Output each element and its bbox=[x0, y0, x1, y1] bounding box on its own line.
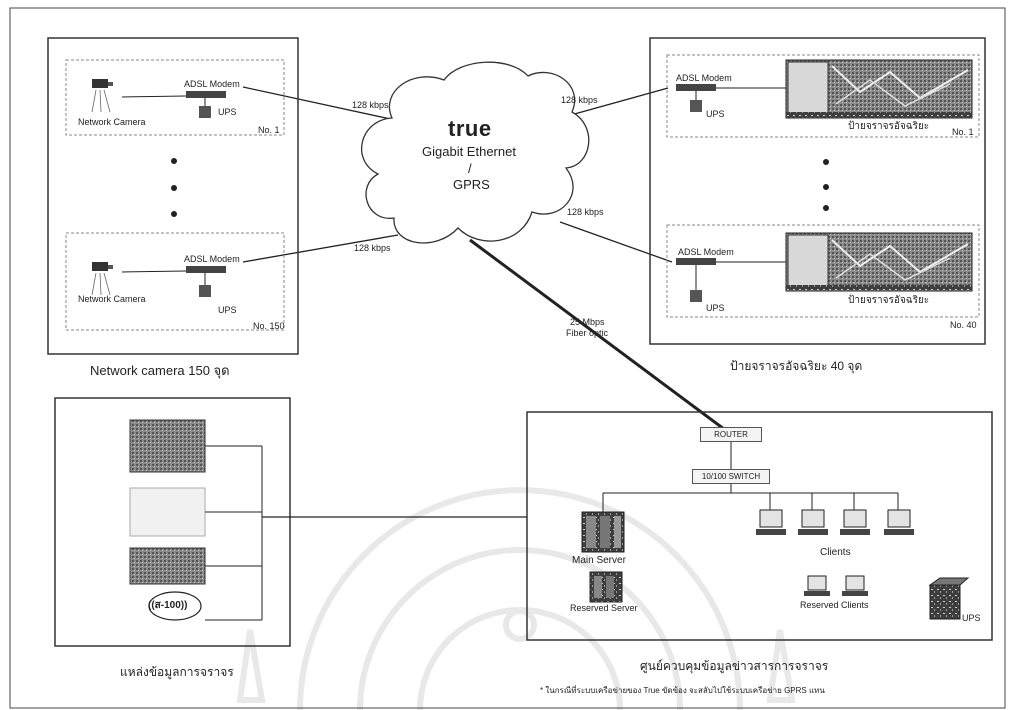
camera-to-modem-line bbox=[121, 95, 187, 98]
sign-group-box bbox=[649, 37, 986, 345]
ups-label: UPS bbox=[706, 303, 725, 313]
camera-label: Network Camera bbox=[78, 117, 146, 127]
ups-label: UPS bbox=[218, 305, 237, 315]
adsl-modem-icon bbox=[676, 84, 716, 91]
reserved-client-icon bbox=[804, 575, 830, 596]
ups-label: UPS bbox=[706, 109, 725, 119]
client-computer-icon bbox=[884, 509, 914, 535]
source-image-1 bbox=[129, 419, 206, 473]
control-center-caption: ศูนย์ควบคุมข้อมูลข่าวสารการจราจร bbox=[640, 659, 829, 673]
modem-label: ADSL Modem bbox=[184, 79, 240, 89]
sign-node-last bbox=[666, 224, 980, 318]
reserved-server-label: Reserved Server bbox=[570, 603, 638, 613]
link-speed-label: 128 kbps bbox=[352, 100, 389, 110]
link-speed-label: 128 kbps bbox=[561, 95, 598, 105]
network-provider-logo: true bbox=[448, 116, 492, 141]
sign-group-caption: ป้ายจราจรอัจฉริยะ 40 จุด bbox=[730, 359, 863, 373]
sign-node-number: No. 40 bbox=[950, 320, 977, 330]
center-ups-label: UPS bbox=[962, 613, 981, 623]
ups-icon bbox=[199, 106, 211, 118]
link-speed-label: 128 kbps bbox=[567, 207, 604, 217]
camera-node-first bbox=[65, 59, 285, 136]
ellipsis-dot bbox=[823, 205, 829, 211]
clients-label: Clients bbox=[820, 547, 851, 558]
camera-to-modem-line bbox=[121, 270, 187, 273]
footnote: * ในกรณีที่ระบบเครือข่ายของ True ขัดข้อง… bbox=[540, 686, 825, 695]
cloud-label-ethernet: Gigabit Ethernet bbox=[422, 144, 516, 159]
adsl-modem-icon bbox=[186, 266, 226, 273]
router-box: ROUTER bbox=[700, 427, 762, 442]
camera-icon bbox=[91, 79, 113, 113]
cloud-label-slash: / bbox=[468, 161, 472, 176]
fiber-type-label: Fiber optic bbox=[566, 328, 609, 338]
client-computer-icon bbox=[798, 509, 828, 535]
reserved-client-icon bbox=[842, 575, 868, 596]
client-computer-icon bbox=[840, 509, 870, 535]
watermark-emblem bbox=[236, 487, 796, 710]
client-computer-icon bbox=[756, 509, 786, 535]
source-image-2 bbox=[129, 487, 206, 537]
ups-icon bbox=[199, 285, 211, 297]
reserved-clients-label: Reserved Clients bbox=[800, 600, 869, 610]
switch-box: 10/100 SWITCH bbox=[692, 469, 770, 484]
camera-group-caption: Network camera 150 จุด bbox=[90, 363, 230, 378]
radio-badge-icon bbox=[148, 591, 202, 621]
adsl-modem-icon bbox=[186, 91, 226, 98]
modem-label: ADSL Modem bbox=[676, 73, 732, 83]
modem-label: ADSL Modem bbox=[184, 254, 240, 264]
camera-group-box bbox=[47, 37, 299, 355]
sign-label: ป้ายจราจรอัจฉริยะ bbox=[848, 295, 930, 306]
traffic-source-caption: แหล่งข้อมูลการจราจร bbox=[120, 665, 234, 679]
ups-label: UPS bbox=[218, 107, 237, 117]
traffic-source-box bbox=[54, 397, 291, 647]
camera-node-number: No. 1 bbox=[258, 125, 280, 135]
sign-node-first bbox=[666, 54, 980, 138]
radio-badge-label: ((ส-100)) bbox=[148, 600, 188, 611]
fiber-speed-label: 25 Mbps bbox=[570, 317, 605, 327]
network-cloud bbox=[361, 61, 590, 244]
sign-node-number: No. 1 bbox=[952, 127, 974, 137]
ups-icon bbox=[690, 100, 702, 112]
reserved-server-icon bbox=[589, 571, 623, 603]
modem-label: ADSL Modem bbox=[678, 247, 734, 257]
link-camera-top bbox=[242, 86, 396, 121]
link-camera-bottom bbox=[242, 234, 399, 263]
outer-frame bbox=[9, 7, 1006, 709]
main-server-icon bbox=[581, 511, 625, 553]
link-speed-label: 128 kbps bbox=[354, 243, 391, 253]
adsl-modem-icon bbox=[676, 258, 716, 265]
ups-icon bbox=[690, 290, 702, 302]
ellipsis-dot bbox=[171, 158, 177, 164]
ellipsis-dot bbox=[171, 211, 177, 217]
ellipsis-dot bbox=[823, 159, 829, 165]
camera-node-last bbox=[65, 232, 285, 331]
sign-label: ป้ายจราจรอัจฉริยะ bbox=[848, 121, 930, 132]
camera-icon bbox=[91, 262, 113, 296]
center-ups-icon bbox=[928, 577, 970, 620]
ellipsis-dot bbox=[171, 185, 177, 191]
ellipsis-dot bbox=[823, 184, 829, 190]
camera-node-number: No. 150 bbox=[253, 321, 285, 331]
source-image-3 bbox=[129, 547, 206, 585]
link-sign-bottom bbox=[559, 221, 673, 263]
camera-label: Network Camera bbox=[78, 294, 146, 304]
link-fiber-optic bbox=[469, 238, 729, 434]
main-server-label: Main Server bbox=[572, 555, 626, 566]
cloud-label-gprs: GPRS bbox=[453, 177, 490, 192]
control-center-box bbox=[526, 411, 993, 641]
